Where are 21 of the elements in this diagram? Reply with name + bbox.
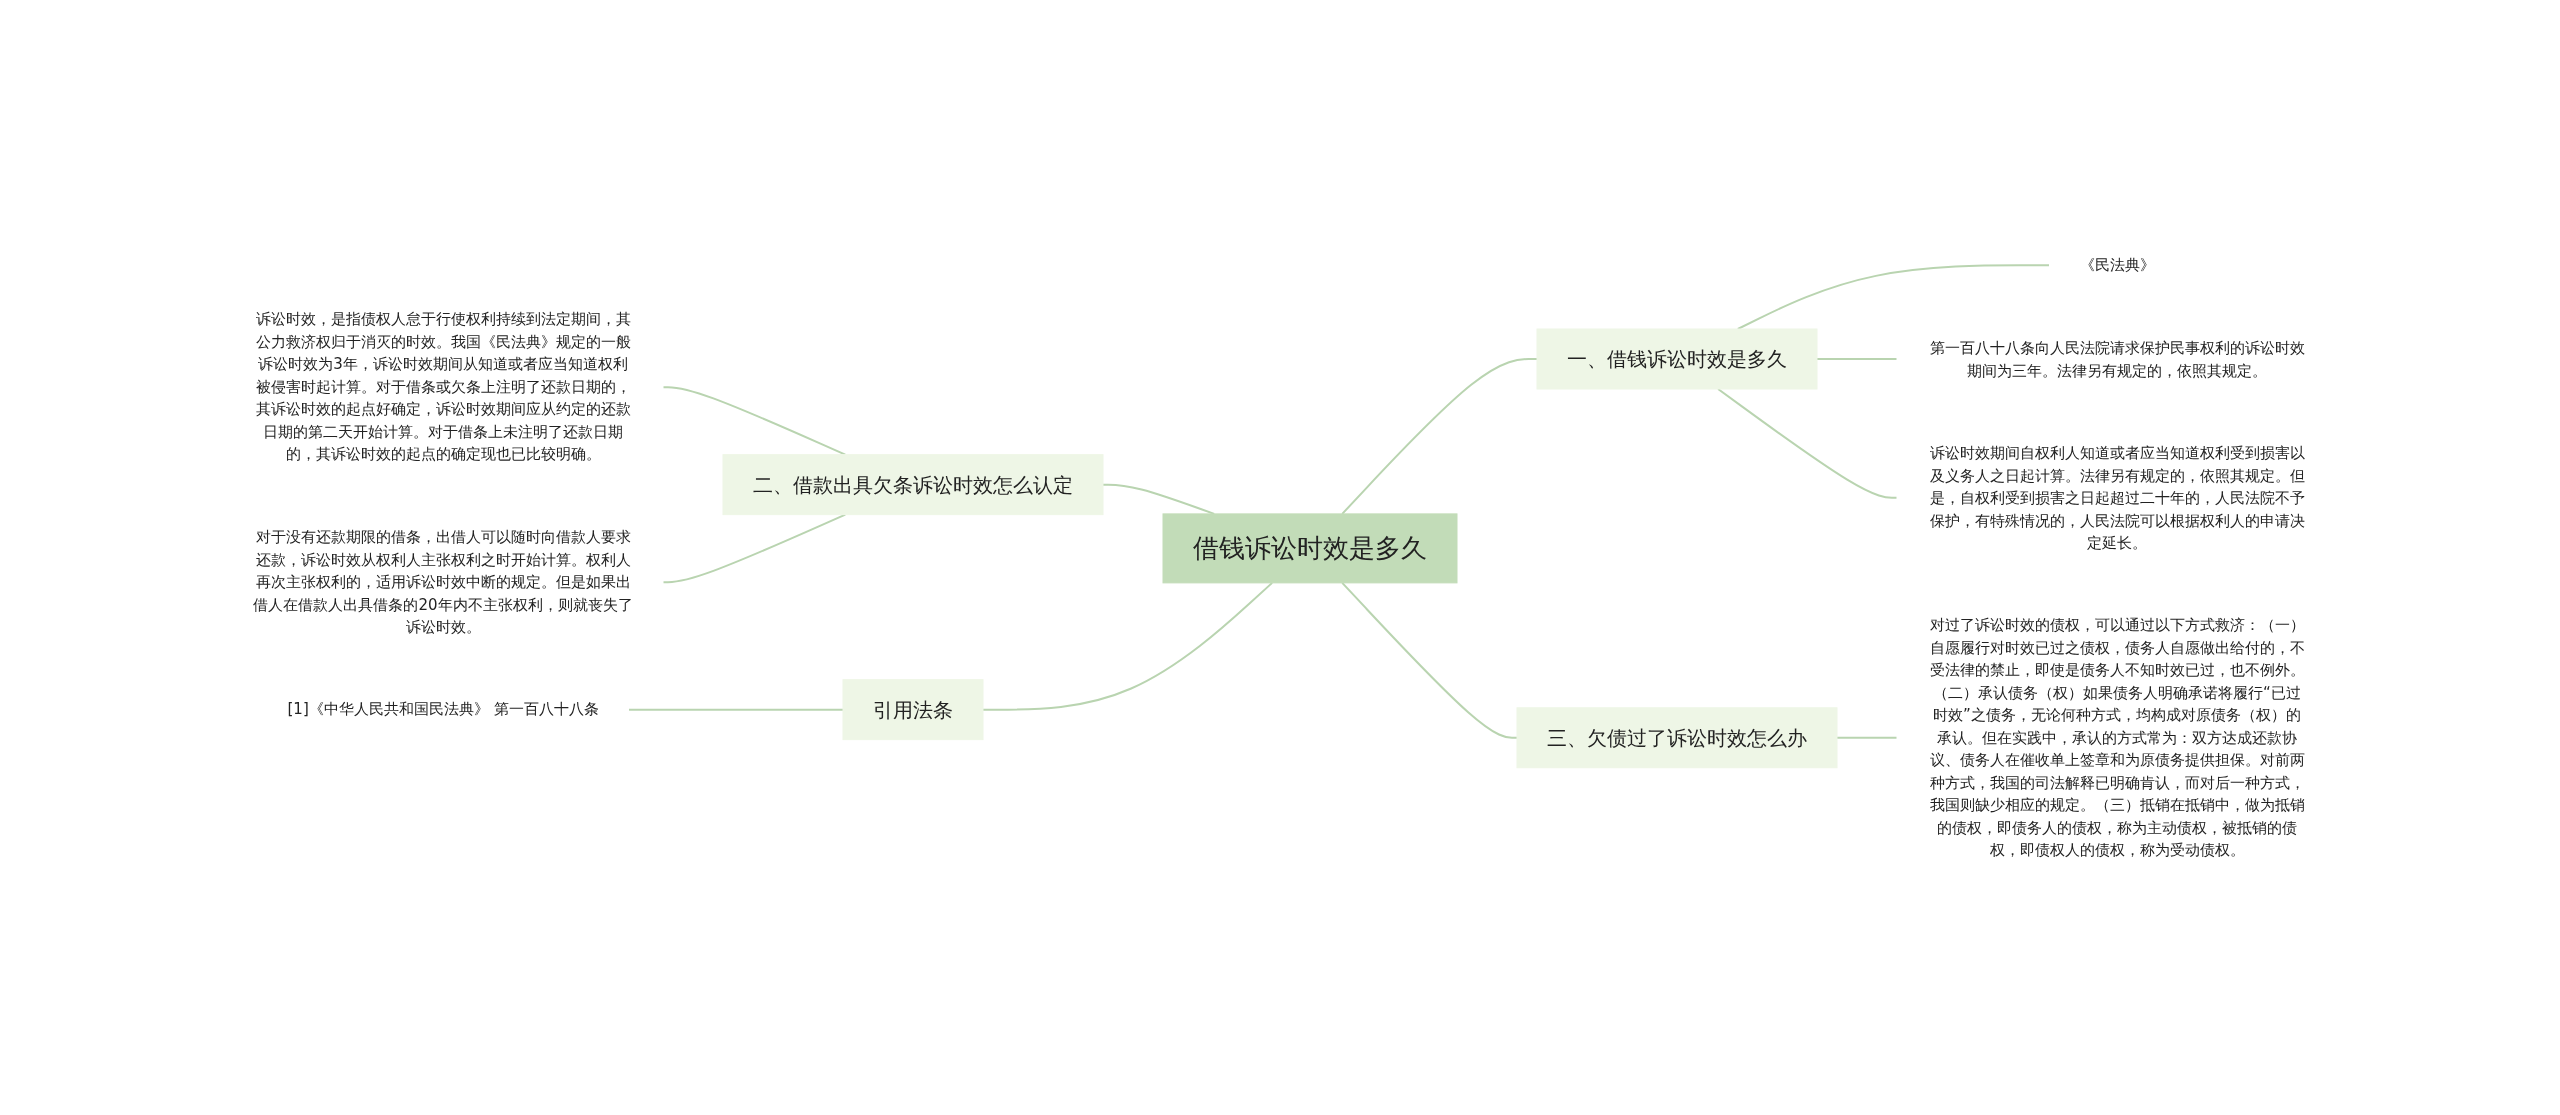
connector xyxy=(662,385,847,456)
connector xyxy=(627,708,844,711)
node-text: 对过了诉讼时效的债权，可以通过以下方式救济：（一）自愿履行对时效已过之债权，债务人自愿做出给付的，不受法律的禁止，即使是债务人不知时效已过，也不例外。（二）承认债务（权）如果债务人明确承诺将履行“已过时效”之债务，无论何种方式，均构成对原债务（权）的承认。但在实践中，承认的方式常为：双方达成还款协议、债务人在催收单上签章和为原债务提供担保。对前两种方式，我国的司法解释已明确肯认，而对后一种方式，我国则缺少相应的规定。（三）抵销在抵销中，做为抵销的债权，即债务人的债权，称为主动债权，被抵销的债权，即债权人的债权，称为受动债权。 xyxy=(1929,615,2305,859)
node-text: 诉讼时效，是指债权人怠于行使权利持续到法定期间，其公力救济权归于消灭的时效。我国《民法典》规定的一般诉讼时效为3年，诉讼时效期间从知道或者应当知道权利被侵害时起计算。对于借条或欠条上注明了还款日期的，其诉讼时效的起点好确定，诉讼时效期间应从约定的还款日期的第二天开始计算。对于借条上未注明了还款日期的，其诉讼时效的起点的确定现也已比较明确。 xyxy=(255,310,631,464)
connector xyxy=(1836,736,1898,739)
node-text: 第一百八十八条向人民法院请求保护民事权利的诉讼时效期间为三年。法律另有规定的，依照其规定。 xyxy=(1929,338,2305,379)
connector xyxy=(1816,357,1898,360)
node-box: 借钱诉讼时效是多久 xyxy=(1162,513,1458,584)
connector xyxy=(1341,357,1538,515)
node-box: 一、借钱诉讼时效是多久 xyxy=(1536,328,1818,390)
node-box: 二、借款出具欠条诉讼时效怎么认定 xyxy=(722,453,1104,515)
node-text: 诉讼时效期间自权利人知道或者应当知道权利受到损害以及义务人之日起计算。法律另有规定的，依照其规定。但是，自权利受到损害之日起超过二十年的，人民法院不予保护，有特殊情况的，人民法院可以根据权利人的申请决定延长。 xyxy=(1929,443,2305,552)
node-box: 三、欠债过了诉讼时效怎么办 xyxy=(1516,707,1838,768)
node-text: 《民法典》 xyxy=(2079,255,2155,274)
node-box: 引用法条 xyxy=(842,678,984,740)
connector xyxy=(1717,387,1898,499)
connector xyxy=(982,581,1274,711)
node-text: [1]《中华人民共和国民法典》 第一百八十八条 xyxy=(287,700,599,719)
connector xyxy=(1341,581,1518,739)
connector xyxy=(662,513,847,583)
node-text: 对于没有还款期限的借条，出借人可以随时向借款人要求还款，诉讼时效从权利人主张权利之时开始计算。权利人再次主张权利的，适用诉讼时效中断的规定。但是如果出借人在借款人出具借条的20年内不主张权利，则就丧失了诉讼时效。 xyxy=(253,527,633,636)
